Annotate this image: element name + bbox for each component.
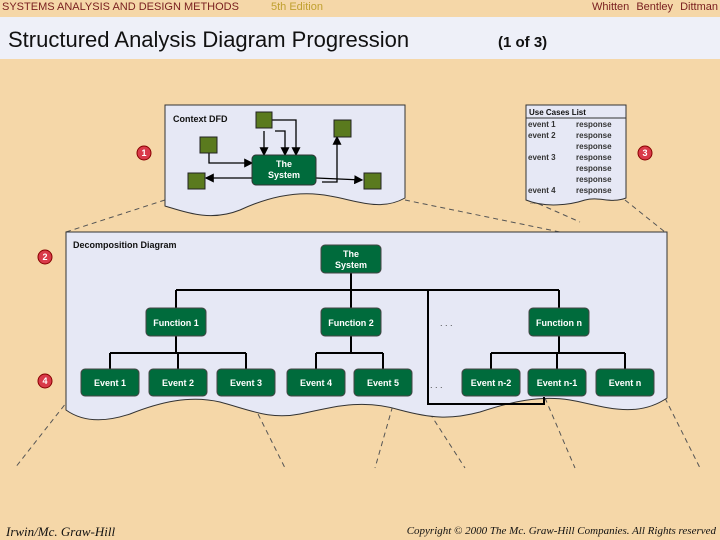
event-node [461, 368, 521, 397]
external-entity-box [187, 172, 206, 190]
external-entity-box [255, 111, 273, 129]
title-band [0, 17, 720, 59]
context-flows [204, 119, 364, 185]
function-label: Function 1 [153, 318, 199, 328]
external-entity-box [199, 136, 218, 154]
function-node [145, 307, 207, 337]
slide-title: Structured Analysis Diagram Progression [8, 27, 410, 52]
use-case-response: response [576, 175, 612, 184]
root-node-label: The [343, 249, 359, 259]
event-label: Event 5 [367, 378, 399, 388]
event-label: Event n-2 [471, 378, 512, 388]
root-node-label: System [335, 260, 367, 270]
function-ellipsis: . . . [440, 318, 453, 328]
authors-label: Whitten Bentley Dittman [592, 1, 718, 13]
edition-label: 5th Edition [271, 1, 323, 13]
use-case-response: response [576, 164, 612, 173]
step-badges: 1 2 3 4 [37, 145, 653, 389]
use-cases-panel [525, 104, 627, 206]
external-entity-box [363, 172, 382, 190]
event-ellipsis: . . . [430, 380, 443, 390]
event-node [353, 368, 413, 397]
step-number: 2 [42, 252, 47, 262]
step-number: 1 [141, 148, 146, 158]
decomposition-connectors [109, 273, 626, 405]
function-label: Function 2 [328, 318, 374, 328]
copyright-label: Copyright © 2000 The Mc. Graw-Hill Compa… [406, 525, 716, 537]
use-case-response: response [576, 153, 612, 162]
publisher-label: Irwin/Mc. Graw-Hill [6, 524, 116, 539]
event-node [286, 368, 346, 397]
function-nodes: Function 1 Function 2 Function n [145, 307, 590, 337]
use-case-event: event 4 [528, 186, 556, 195]
use-case-response: response [576, 186, 612, 195]
event-node [527, 368, 587, 397]
event-node [80, 368, 140, 397]
context-system-node [251, 154, 317, 186]
function-node [320, 307, 382, 337]
event-label: Event 2 [162, 378, 194, 388]
use-case-event: event 2 [528, 131, 556, 140]
use-case-event: event 1 [528, 120, 556, 129]
function-node [528, 307, 590, 337]
slide-subtitle: (1 of 3) [498, 34, 548, 51]
event-label: Event 1 [94, 378, 126, 388]
use-cases-rows: event 1 response event 2 response respon… [528, 120, 612, 195]
header-bar [0, 0, 720, 16]
context-dfd-label: Context DFD [173, 114, 228, 124]
book-title: SYSTEMS ANALYSIS AND DESIGN METHODS [2, 1, 239, 13]
step-number: 3 [642, 148, 647, 158]
root-node-box [320, 244, 382, 274]
event-node [216, 368, 276, 397]
step-badge [37, 249, 53, 265]
use-case-event: event 3 [528, 153, 556, 162]
step-badge [637, 145, 653, 161]
event-node [148, 368, 208, 397]
event-node [595, 368, 655, 397]
decomposition-label: Decomposition Diagram [73, 240, 177, 250]
step-badge [37, 373, 53, 389]
step-number: 4 [42, 376, 47, 386]
external-entity-box [333, 119, 352, 138]
event-label: Event 4 [300, 378, 332, 388]
step-badge [136, 145, 152, 161]
event-label: Event 3 [230, 378, 262, 388]
event-label: Event n-1 [537, 378, 578, 388]
use-cases-label: Use Cases List [529, 108, 586, 117]
context-system-label: The [276, 159, 292, 169]
use-cases-ellipsis: ... [530, 199, 536, 206]
context-system-label: System [268, 170, 300, 180]
use-case-response: response [576, 131, 612, 140]
use-case-response: response [576, 142, 612, 151]
event-nodes: Event 1 Event 2 Event 3 Event 4 Event 5 … [80, 368, 655, 397]
function-label: Function n [536, 318, 582, 328]
use-case-response: response [576, 120, 612, 129]
root-node: The System [320, 244, 382, 274]
event-label: Event n [609, 378, 642, 388]
